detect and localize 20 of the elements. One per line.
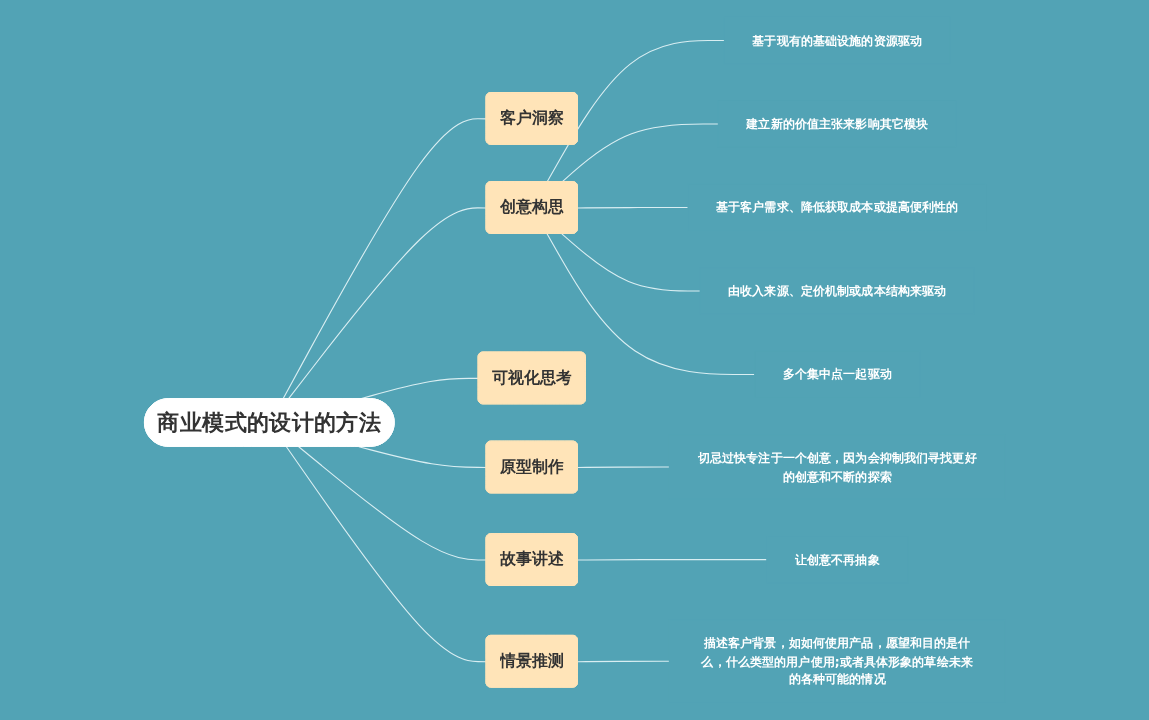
connector — [297, 446, 487, 561]
connector — [577, 466, 670, 469]
connector — [546, 233, 755, 375]
node-text: 建立新的价值主张来影响其它模块 — [745, 116, 928, 131]
connector — [561, 123, 719, 183]
connector — [561, 233, 701, 292]
connector — [546, 40, 725, 183]
connector — [577, 559, 768, 561]
node-text: 描述客户背景，如如何使用产品，愿望和目的是什么，什么类型的用户使用;或者具体形象的草绘未来的各种可能的情况 — [701, 635, 973, 687]
node-text: 切忌过快专注于一个创意，因为会抑制我们寻找更好的创意和不断的探索 — [697, 450, 977, 483]
connector — [285, 446, 487, 663]
node-text: 基于现有的基础设施的资源驱动 — [752, 33, 922, 48]
node-text: 由收入来源、定价机制或成本结构来驱动 — [727, 283, 947, 298]
connector — [287, 207, 487, 400]
connector — [577, 660, 670, 663]
connector — [282, 118, 487, 400]
node-text: 让创意不再抽象 — [794, 552, 880, 567]
node-text: 基于客户需求、降低获取成本或提高便利性的 — [715, 200, 959, 215]
connector — [577, 206, 689, 209]
node-text: 多个集中点一起驱动 — [782, 367, 892, 382]
